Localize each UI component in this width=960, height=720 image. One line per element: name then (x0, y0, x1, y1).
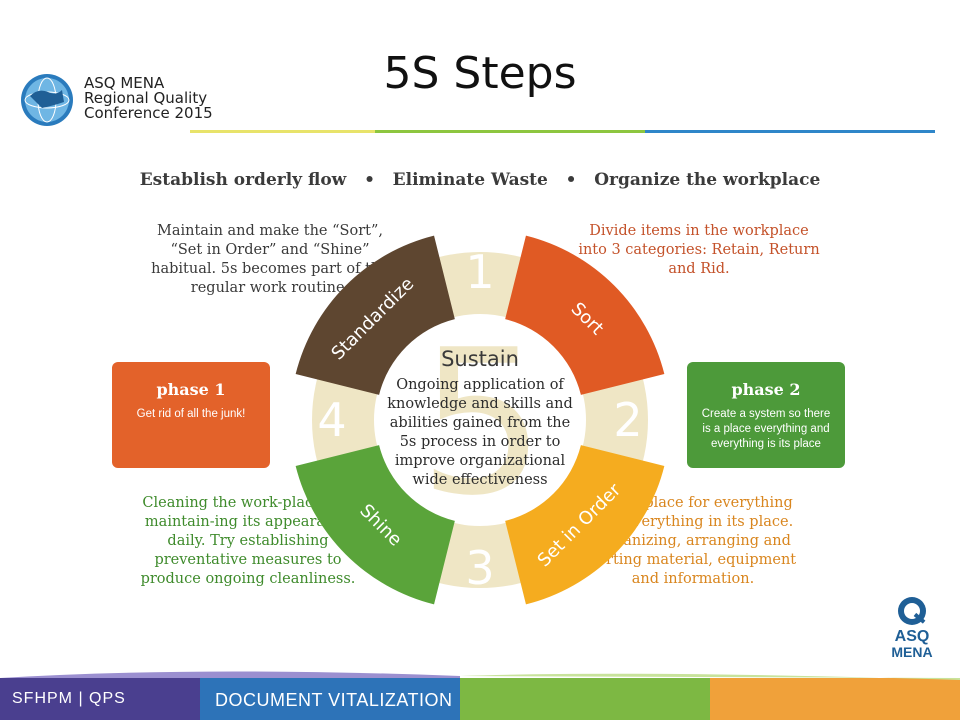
conference-line-2: Regional Quality (84, 89, 208, 107)
phase-2-title: phase 2 (731, 380, 801, 399)
segment-shine (295, 445, 455, 605)
phase-1-body: Get rid of all the junk! (136, 408, 246, 420)
asq-mena-logo: ASQ MENA (891, 597, 933, 660)
sustain-description: Ongoing application of knowledge and ski… (387, 377, 573, 488)
conference-globe-icon (21, 74, 73, 126)
tagline: Establish orderly flow • Eliminate Waste… (139, 170, 821, 190)
conference-line-1: ASQ MENA (84, 74, 165, 92)
slide-title: 5S Steps (383, 48, 577, 99)
phase-2-body: Create a system so there is a place ever… (701, 408, 831, 450)
conference-name: ASQ MENA Regional Quality Conference 201… (84, 76, 213, 121)
footer-middle-label: DOCUMENT VITALIZATION (215, 690, 453, 710)
asq-logo-line-1: ASQ (895, 628, 930, 645)
wheel-number-1: 1 (465, 245, 494, 299)
center-watermark-five: 5 (418, 307, 545, 540)
phase-2-box: phase 2 Create a system so there is a pl… (687, 362, 845, 468)
footer-left-label: SFHPM | QPS (12, 690, 126, 707)
footer-bar (0, 671, 960, 720)
asq-logo-line-2: MENA (891, 644, 932, 660)
sort-description: Divide items in the workplace into 3 cat… (578, 223, 820, 277)
standardize-description: Maintain and make the “Sort”, “Set in Or… (151, 223, 389, 296)
conference-line-3: Conference 2015 (84, 104, 213, 122)
wheel-number-3: 3 (465, 541, 494, 595)
set-in-order-description: Find a place for everything and everythi… (589, 495, 797, 587)
phase-1-title: phase 1 (156, 380, 226, 399)
wheel-segments (295, 235, 665, 605)
shine-description: Cleaning the work-place and maintain-ing… (140, 495, 356, 587)
segment-set-in-order (505, 445, 665, 605)
sustain-label: Sustain (441, 347, 519, 371)
phase-1-box: phase 1 Get rid of all the junk! (112, 362, 270, 468)
segment-sort (505, 235, 665, 395)
segment-standardize (295, 235, 455, 395)
wheel-numbers: 1 2 3 4 (317, 245, 642, 595)
wheel-center (380, 320, 580, 520)
wheel-number-4: 4 (317, 393, 346, 447)
wheel-number-2: 2 (613, 393, 642, 447)
header-rule (190, 130, 935, 133)
